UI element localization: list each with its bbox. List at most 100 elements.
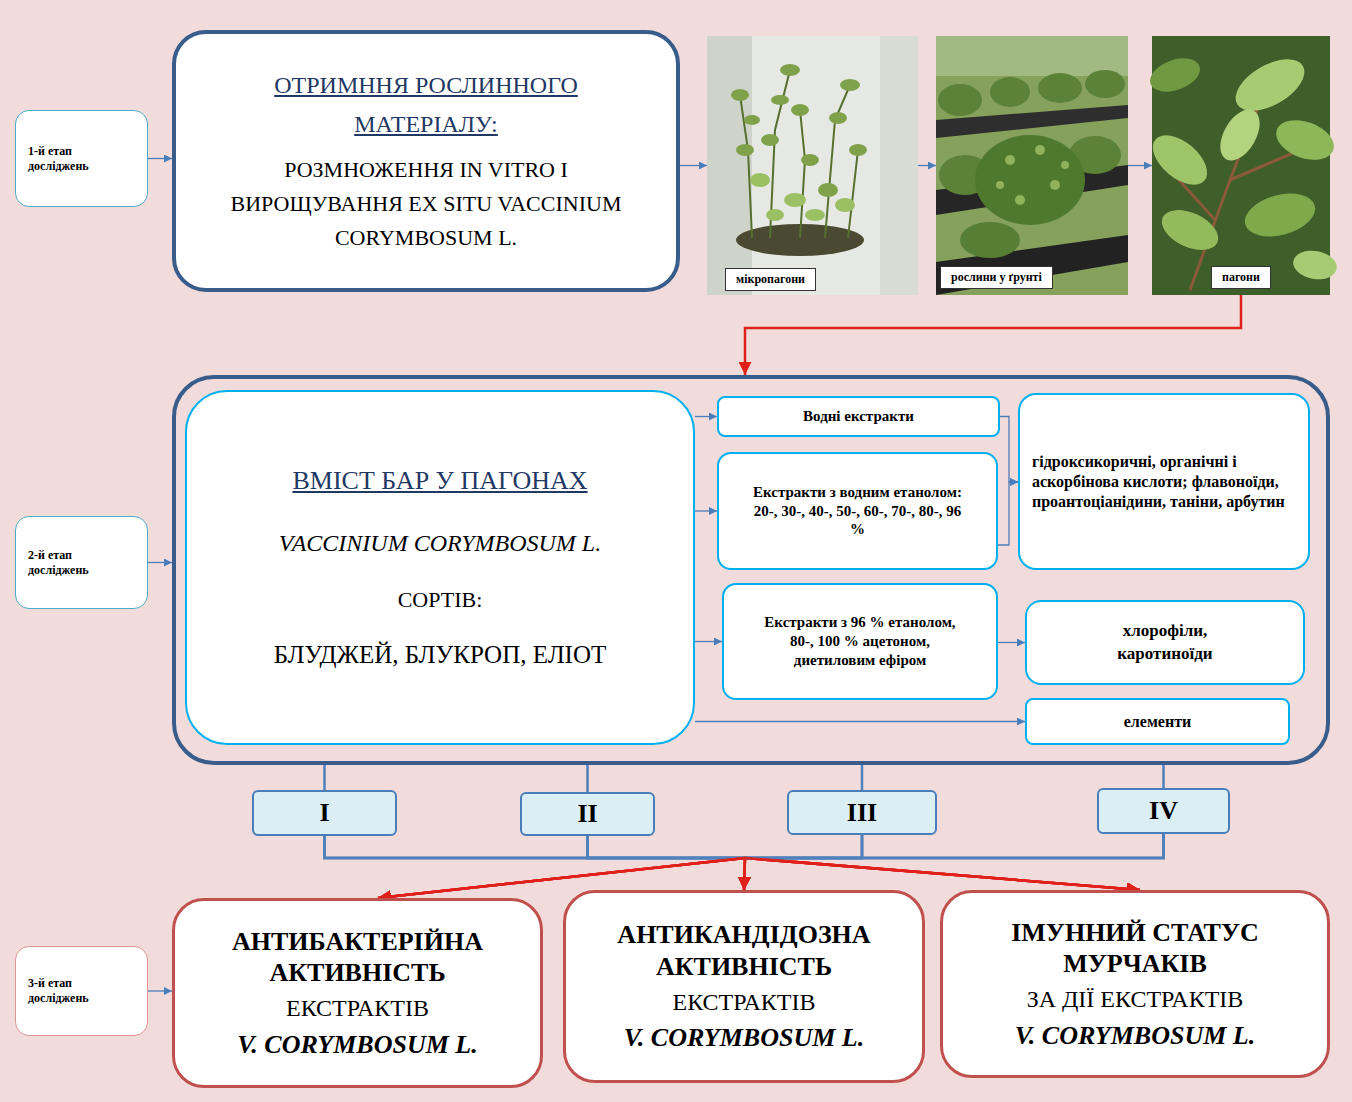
connector <box>324 765 325 790</box>
photo-ground <box>936 36 1128 295</box>
extract-box: Водні екстракти <box>717 396 1000 437</box>
connector <box>745 835 1140 890</box>
connector-line <box>1128 165 1152 166</box>
connector <box>588 836 1141 890</box>
connector <box>148 158 172 159</box>
box-label: IV <box>1149 798 1178 824</box>
connector-line <box>861 765 864 790</box>
bush <box>960 222 1020 258</box>
box-label: ЗА ДІЇ ЕКСТРАКТІВ <box>1027 985 1244 1014</box>
connector <box>744 834 1164 890</box>
box-label: III <box>847 800 877 826</box>
connector-line <box>680 165 707 166</box>
extract-box: Екстракти з 96 % етанолом, 80-, 100 % ац… <box>722 583 998 700</box>
box-label: ЕКСТРАКТІВ <box>286 994 429 1023</box>
connector <box>745 295 1241 375</box>
connector-line <box>1162 765 1165 788</box>
connector <box>325 836 1141 890</box>
connector-line <box>745 858 1140 890</box>
photo-ground <box>707 36 918 295</box>
connector <box>378 836 745 898</box>
box-label: хлорофіли, каротиноїди <box>1083 620 1247 664</box>
connector <box>998 642 1025 643</box>
connector-line <box>745 835 862 858</box>
connector <box>695 416 717 417</box>
connector-line <box>745 295 1241 375</box>
box-label: 1-й етап досліджень <box>28 144 110 174</box>
connector-line <box>588 836 746 858</box>
connector-line <box>745 834 1164 858</box>
photo-shoots <box>1144 36 1339 295</box>
connector-line <box>745 834 1164 858</box>
box-label: Екстракти з 96 % етанолом, 80-, 100 % ац… <box>752 613 968 669</box>
connector-line <box>745 858 1140 890</box>
connector-line <box>745 835 862 858</box>
connector-line <box>744 858 745 890</box>
process-box: ОТРИМННЯ РОСЛИННОГО МАТЕРІАЛУ: РОЗМНОЖЕНН… <box>172 30 680 292</box>
leaves <box>731 64 867 197</box>
connector-line <box>695 641 722 642</box>
compound-box: елементи <box>1025 698 1290 745</box>
connector <box>695 511 717 512</box>
photo-shade <box>707 36 752 295</box>
box-label: СОРТІВ: <box>398 587 483 613</box>
connector-line <box>325 836 746 858</box>
connector-line <box>918 165 936 166</box>
bush <box>975 135 1085 225</box>
group-frame: ВМІСТ БАР У ПАГОНАХ VACCINIUM CORYMBOSUM … <box>172 375 1330 765</box>
connector-line <box>588 836 746 858</box>
result-box: АНТИКАНДІДОЗНА АКТИВНІСТЬЕКСТРАКТІВV. CO… <box>563 890 925 1083</box>
bush-leaves <box>996 145 1069 205</box>
box-label: Екстракти з водним етанолом: 20-, 30-, 4… <box>749 483 966 539</box>
photo-frame: пагони <box>1152 36 1330 295</box>
stage-box: 2-й етап досліджень <box>15 516 148 609</box>
box-label: ЕКСТРАКТІВ <box>672 988 815 1017</box>
connector <box>378 835 862 898</box>
connector-line <box>323 765 326 790</box>
connector <box>148 991 172 992</box>
box-label: 2-й етап досліджень <box>28 548 110 578</box>
box-label: Водні екстракти <box>803 407 914 426</box>
connector <box>862 765 863 790</box>
result-box: ІМУННИЙ СТАТУС МУРЧАКІВ ЗА ДІЇ ЕКСТРАКТІВ… <box>940 890 1330 1078</box>
leaves <box>1144 49 1339 283</box>
stems <box>740 70 858 238</box>
connector-line <box>588 836 746 858</box>
connector-line <box>325 836 746 858</box>
box-label: V. CORYMBOSUM L. <box>624 1022 864 1053</box>
box-label: II <box>577 801 597 827</box>
photo-shade <box>880 36 918 295</box>
box-label: БЛУДЖЕЙ, БЛУКРОП, ЕЛІОТ <box>274 641 607 669</box>
box-label: VACCINIUM CORYMBOSUM L. <box>279 530 601 557</box>
connector <box>680 165 707 166</box>
connector-line <box>1000 417 1018 483</box>
photo-field <box>936 36 1128 76</box>
connector <box>918 165 936 166</box>
connector-line <box>744 858 745 890</box>
box-label: АНТИБАКТЕРІЙНА АКТИВНІСТЬ <box>189 926 526 988</box>
connector-line <box>744 858 745 890</box>
box-label: V. CORYMBOSUM L. <box>237 1029 477 1060</box>
connector-line <box>998 482 1018 545</box>
stage-box: 3-й етап досліджень <box>15 946 148 1036</box>
connector <box>695 641 722 642</box>
box-label: ВМІСТ БАР У ПАГОНАХ <box>292 466 587 496</box>
photo-microshoots <box>707 36 918 295</box>
box-label: ОТРИМННЯ РОСЛИННОГО МАТЕРІАЛУ: <box>241 66 611 143</box>
roman-numeral-box: IV <box>1097 788 1230 834</box>
box-label: РОЗМНОЖЕННЯ IN VITRO І ВИРОЩУВАННЯ EX SI… <box>221 153 631 255</box>
connector <box>998 482 1018 545</box>
result-box: АНТИБАКТЕРІЙНА АКТИВНІСТЬ ЕКСТРАКТІВ V. CO… <box>172 898 543 1088</box>
box-label: ІМУННИЙ СТАТУС МУРЧАКІВ <box>957 917 1313 979</box>
connector-line <box>744 858 745 890</box>
connector-line <box>325 836 746 858</box>
connector-line <box>148 158 172 159</box>
connector-line <box>998 642 1025 643</box>
connector-line <box>695 721 1025 722</box>
photo-plants-in-soil <box>936 36 1128 295</box>
photo-frame: рослини у ґрунті <box>936 36 1128 295</box>
connector-line <box>148 562 172 563</box>
box-label: мікропагони <box>725 268 816 291</box>
connector <box>588 836 746 890</box>
roman-numeral-box: II <box>520 792 655 836</box>
